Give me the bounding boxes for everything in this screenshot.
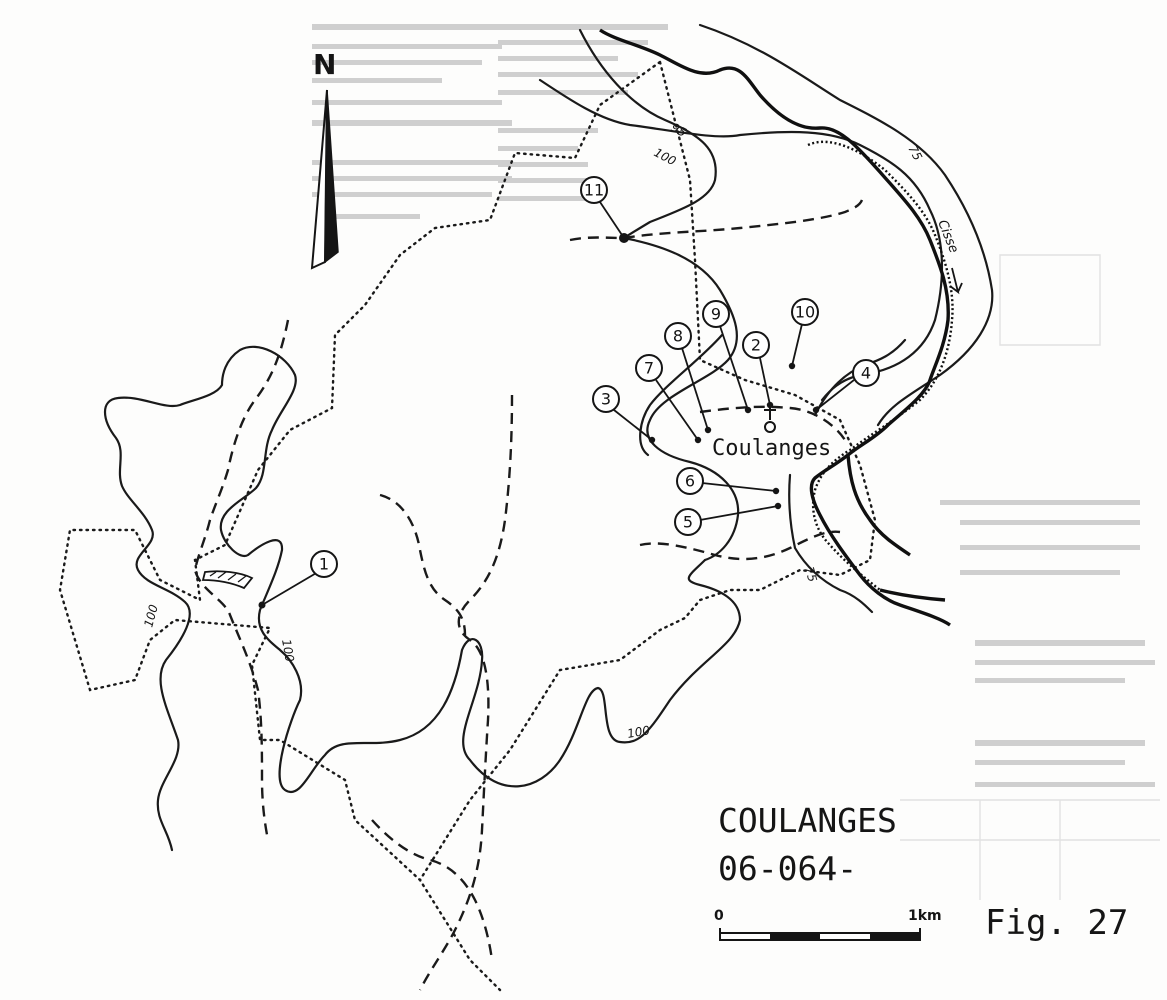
- road-central: [418, 394, 514, 991]
- contour-100-main: [103, 345, 742, 852]
- bleed-through-text: [312, 24, 1160, 900]
- map-code: 06-064-: [718, 849, 857, 888]
- contour-75: [698, 23, 994, 427]
- contour-label-100-centre: 100: [279, 638, 297, 663]
- river-cisse: [599, 28, 951, 627]
- village-label: Coulanges: [712, 436, 831, 461]
- church-symbol: [764, 404, 776, 433]
- scale-bar: 0 1km: [714, 908, 942, 941]
- site-marker-6: 6: [676, 467, 780, 495]
- contour-label-75-south: 75: [802, 565, 819, 583]
- map-title: COULANGES: [718, 801, 897, 840]
- figure-label: Fig. 27: [985, 903, 1128, 943]
- contour-label-75-north: 75: [905, 143, 925, 163]
- north-label: N: [313, 48, 336, 81]
- contour-label-100-north: 100: [652, 145, 679, 168]
- site-marker-10: 10: [788, 298, 819, 370]
- site-marker-4-label: 4: [861, 364, 871, 383]
- site-marker-3-label: 3: [601, 390, 611, 409]
- site-marker-5: 5: [674, 502, 782, 536]
- river-flow-arrow: [949, 267, 963, 295]
- site-marker-8-label: 8: [673, 327, 683, 346]
- contour-upper: [538, 78, 944, 402]
- site-marker-6-label: 6: [685, 472, 695, 491]
- road-central-2: [379, 493, 467, 636]
- north-arrow: N: [310, 48, 339, 270]
- road-north: [569, 199, 864, 242]
- contour-95-north: [578, 28, 717, 240]
- site-marker-3: 3: [592, 385, 656, 444]
- contour-label-100-west: 100: [141, 603, 161, 629]
- site-marker-7: 7: [635, 354, 702, 444]
- scale-start-label: 0: [714, 908, 724, 924]
- site-marker-4: 4: [812, 359, 880, 414]
- contour-75-south: [788, 473, 874, 614]
- road-south: [371, 819, 494, 961]
- contour-label-95: 95: [669, 120, 689, 140]
- site-marker-5-label: 5: [683, 513, 693, 532]
- quarry-hatch: [201, 570, 254, 590]
- site-marker-2-label: 2: [751, 336, 761, 355]
- road-village-arc-north: [699, 405, 846, 441]
- site-marker-9-label: 9: [711, 305, 721, 324]
- site-marker-7-label: 7: [644, 359, 654, 378]
- site-marker-11-label: 11: [584, 181, 604, 200]
- site-marker-1-label: 1: [319, 555, 329, 574]
- site-marker-11: 11: [580, 176, 629, 243]
- site-marker-1: 1: [258, 550, 338, 609]
- river-cisse-branch: [846, 454, 911, 557]
- commune-boundary: [58, 60, 877, 992]
- river-cisse-lower: [879, 588, 946, 602]
- site-marker-9: 9: [702, 300, 752, 414]
- site-marker-10-label: 10: [795, 303, 815, 322]
- contour-95-east: [622, 236, 740, 562]
- site-marker-8: 8: [664, 322, 712, 434]
- contour-label-100-south: 100: [626, 723, 651, 741]
- contour-3-spur: [639, 333, 724, 457]
- road-west: [193, 319, 290, 841]
- site-marker-2: 2: [742, 331, 774, 409]
- scale-end-label: 1km: [908, 908, 942, 924]
- river-cisse-bank: [807, 140, 954, 591]
- road-village-arc-south: [639, 530, 841, 561]
